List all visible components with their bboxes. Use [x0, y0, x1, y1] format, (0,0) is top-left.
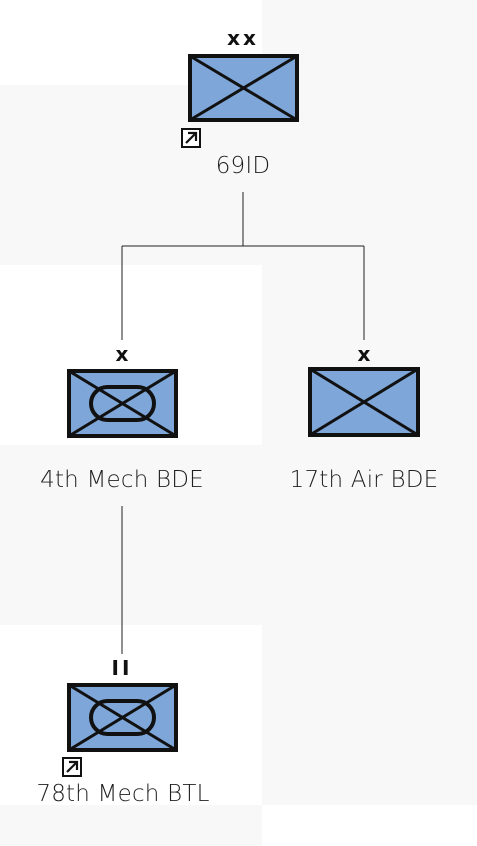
cell-shade [262, 265, 477, 625]
cell-shade [262, 0, 477, 265]
cell-shade [262, 625, 477, 805]
unit-label: 69ID [215, 153, 271, 179]
infantry-unit-symbol-icon[interactable] [188, 54, 299, 122]
mechanized-infantry-unit-symbol-icon[interactable] [67, 683, 178, 752]
unit-label: 4th Mech BDE [40, 467, 204, 493]
unit-label: 17th Air BDE [289, 467, 439, 493]
echelon-marker: xx [227, 26, 259, 50]
echelon-marker: II [111, 656, 133, 680]
infantry-unit-symbol-icon[interactable] [308, 367, 420, 437]
external-link-icon[interactable] [181, 128, 201, 148]
cell-shade [0, 445, 262, 625]
echelon-marker: x [115, 342, 129, 366]
echelon-marker: x [357, 342, 371, 366]
external-link-icon[interactable] [62, 757, 82, 777]
cell-shade [0, 805, 262, 846]
mechanized-infantry-unit-symbol-icon[interactable] [67, 369, 178, 438]
unit-label: 78th Mech BTL [36, 781, 210, 807]
